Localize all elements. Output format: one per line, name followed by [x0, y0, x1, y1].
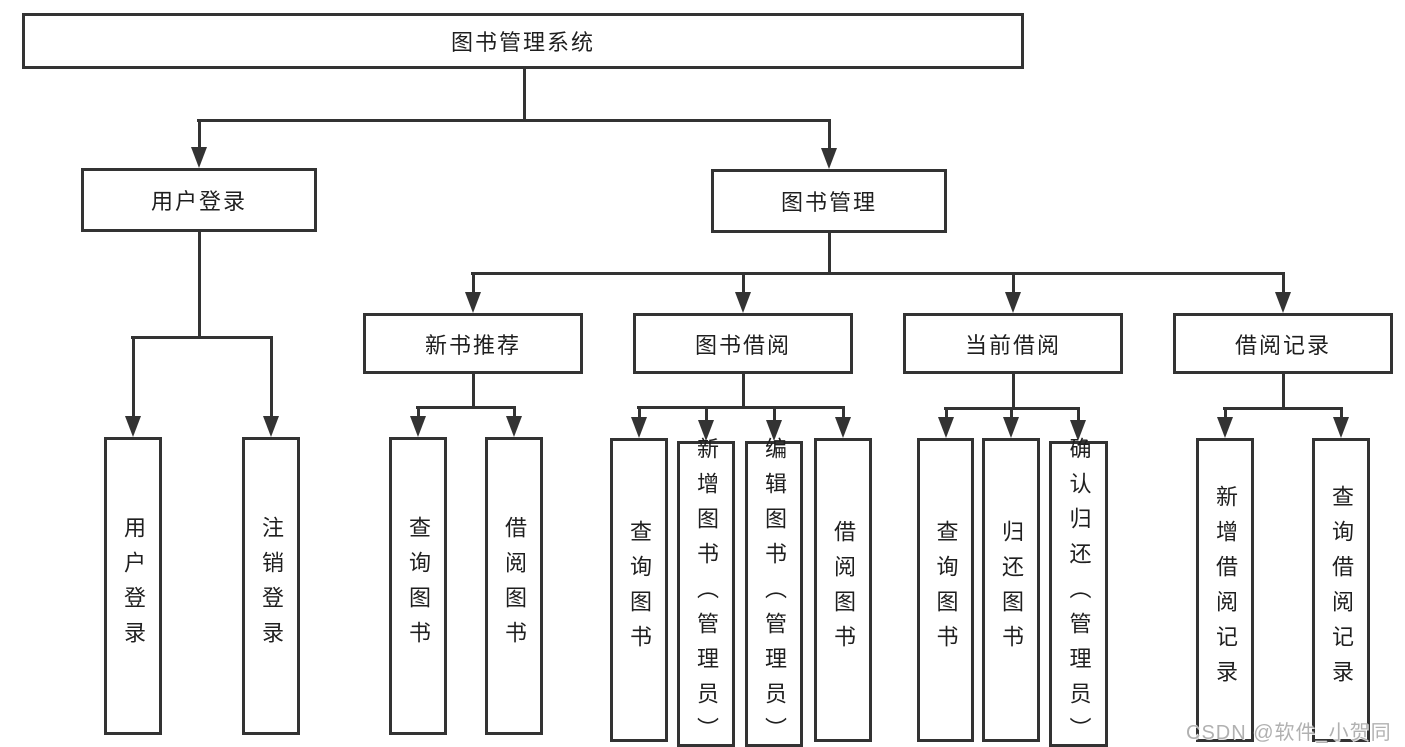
leaf-query-books-borrow-label: 查询图书 — [627, 520, 652, 660]
connector-stub — [828, 233, 831, 274]
arrow-down-icon — [1275, 292, 1291, 313]
leaf-borrow-books-label: 借阅图书 — [831, 520, 856, 660]
connector-stem — [742, 272, 745, 294]
node-borrow-records: 借阅记录 — [1173, 313, 1393, 374]
connector-branch — [471, 272, 1285, 275]
arrow-down-icon — [1217, 417, 1233, 438]
connector-stub — [1282, 374, 1285, 410]
arrow-down-icon — [835, 417, 851, 438]
connector-stem — [1340, 407, 1343, 420]
leaf-confirm-return-admin-label: 确认归还（管理员） — [1066, 436, 1092, 747]
arrow-down-icon — [1070, 420, 1086, 441]
connector-stem — [705, 406, 708, 422]
leaf-user-login-label: 用户登录 — [121, 516, 146, 656]
connector-stub — [472, 374, 475, 409]
node-user-login-label: 用户登录 — [150, 189, 247, 214]
leaf-query-books-current-label: 查询图书 — [933, 520, 959, 660]
leaf-borrow-books: 借阅图书 — [814, 438, 872, 742]
connector-stem — [1282, 272, 1285, 294]
leaf-add-borrow-record: 新增借阅记录 — [1196, 438, 1254, 742]
arrow-down-icon — [698, 420, 714, 441]
node-book-management-label: 图书管理 — [780, 190, 877, 215]
connector-branch — [416, 406, 516, 409]
arrow-down-icon — [465, 292, 481, 313]
csdn-watermark: CSDN @软件_小贺同学 — [1186, 722, 1392, 744]
leaf-edit-book-admin-label: 编辑图书（管理员） — [762, 436, 787, 747]
arrow-down-icon — [938, 417, 954, 438]
arrow-down-icon — [735, 292, 751, 313]
connector-stem — [132, 336, 135, 418]
leaf-logout-label: 注销登录 — [259, 516, 284, 656]
leaf-edit-book-admin: 编辑图书（管理员） — [745, 437, 803, 747]
leaf-borrow-books-recommend-label: 借阅图书 — [502, 516, 527, 656]
connector-stem — [773, 406, 776, 422]
leaf-add-borrow-record-label: 新增借阅记录 — [1213, 485, 1238, 695]
node-new-book-recommend: 新书推荐 — [363, 313, 583, 374]
leaf-query-books-borrow: 查询图书 — [610, 438, 668, 742]
leaf-query-borrow-record: 查询借阅记录 — [1312, 438, 1370, 742]
leaf-add-book-admin: 新增图书（管理员） — [677, 437, 735, 747]
node-book-management: 图书管理 — [711, 169, 947, 233]
node-current-borrow-label: 当前借阅 — [964, 332, 1061, 358]
connector-stem — [638, 406, 641, 420]
node-user-login: 用户登录 — [81, 168, 317, 232]
arrow-down-icon — [766, 420, 782, 441]
leaf-confirm-return-admin: 确认归还（管理员） — [1049, 437, 1108, 747]
node-book-borrow: 图书借阅 — [633, 313, 853, 374]
connector-stem — [198, 119, 201, 149]
connector-stem — [513, 406, 516, 420]
connector-stem — [1012, 272, 1015, 294]
connector-stem — [1010, 407, 1013, 420]
node-new-book-recommend-label: 新书推荐 — [424, 332, 521, 358]
arrow-down-icon — [191, 147, 207, 168]
leaf-query-borrow-record-label: 查询借阅记录 — [1329, 485, 1354, 695]
connector-stub — [198, 232, 201, 338]
arrow-down-icon — [410, 416, 426, 437]
leaf-query-books-recommend: 查询图书 — [389, 437, 447, 735]
leaf-return-book-label: 归还图书 — [999, 520, 1024, 660]
connector-stub — [742, 374, 745, 409]
connector-branch — [131, 336, 273, 339]
node-root-label: 图书管理系统 — [450, 30, 595, 55]
connector-stem — [945, 407, 948, 420]
connector-branch — [637, 406, 845, 409]
arrow-down-icon — [1333, 417, 1349, 438]
arrow-down-icon — [1005, 292, 1021, 313]
connector-stem — [828, 119, 831, 149]
connector-stem — [1077, 407, 1080, 422]
node-current-borrow: 当前借阅 — [903, 313, 1123, 374]
connector-stub — [1012, 374, 1015, 410]
connector-stem — [1224, 407, 1227, 420]
arrow-down-icon — [1003, 417, 1019, 438]
arrow-down-icon — [125, 416, 141, 437]
node-root: 图书管理系统 — [22, 13, 1024, 69]
node-book-borrow-label: 图书借阅 — [694, 332, 791, 358]
connector-stem — [270, 336, 273, 418]
arrow-down-icon — [631, 417, 647, 438]
leaf-return-book: 归还图书 — [982, 438, 1040, 742]
connector-stem — [417, 406, 420, 420]
arrow-down-icon — [821, 148, 837, 169]
leaf-logout: 注销登录 — [242, 437, 300, 735]
arrow-down-icon — [506, 416, 522, 437]
leaf-borrow-books-recommend: 借阅图书 — [485, 437, 543, 735]
connector-stem — [842, 406, 845, 420]
leaf-user-login: 用户登录 — [104, 437, 162, 735]
leaf-query-books-recommend-label: 查询图书 — [406, 516, 431, 656]
connector-branch — [1223, 407, 1343, 410]
arrow-down-icon — [263, 416, 279, 437]
connector-stem — [472, 272, 475, 294]
leaf-add-book-admin-label: 新增图书（管理员） — [694, 436, 719, 747]
connector-root-stub — [523, 69, 526, 121]
leaf-query-books-current: 查询图书 — [917, 438, 974, 742]
connector-root-branch — [197, 119, 831, 122]
node-borrow-records-label: 借阅记录 — [1234, 332, 1331, 358]
